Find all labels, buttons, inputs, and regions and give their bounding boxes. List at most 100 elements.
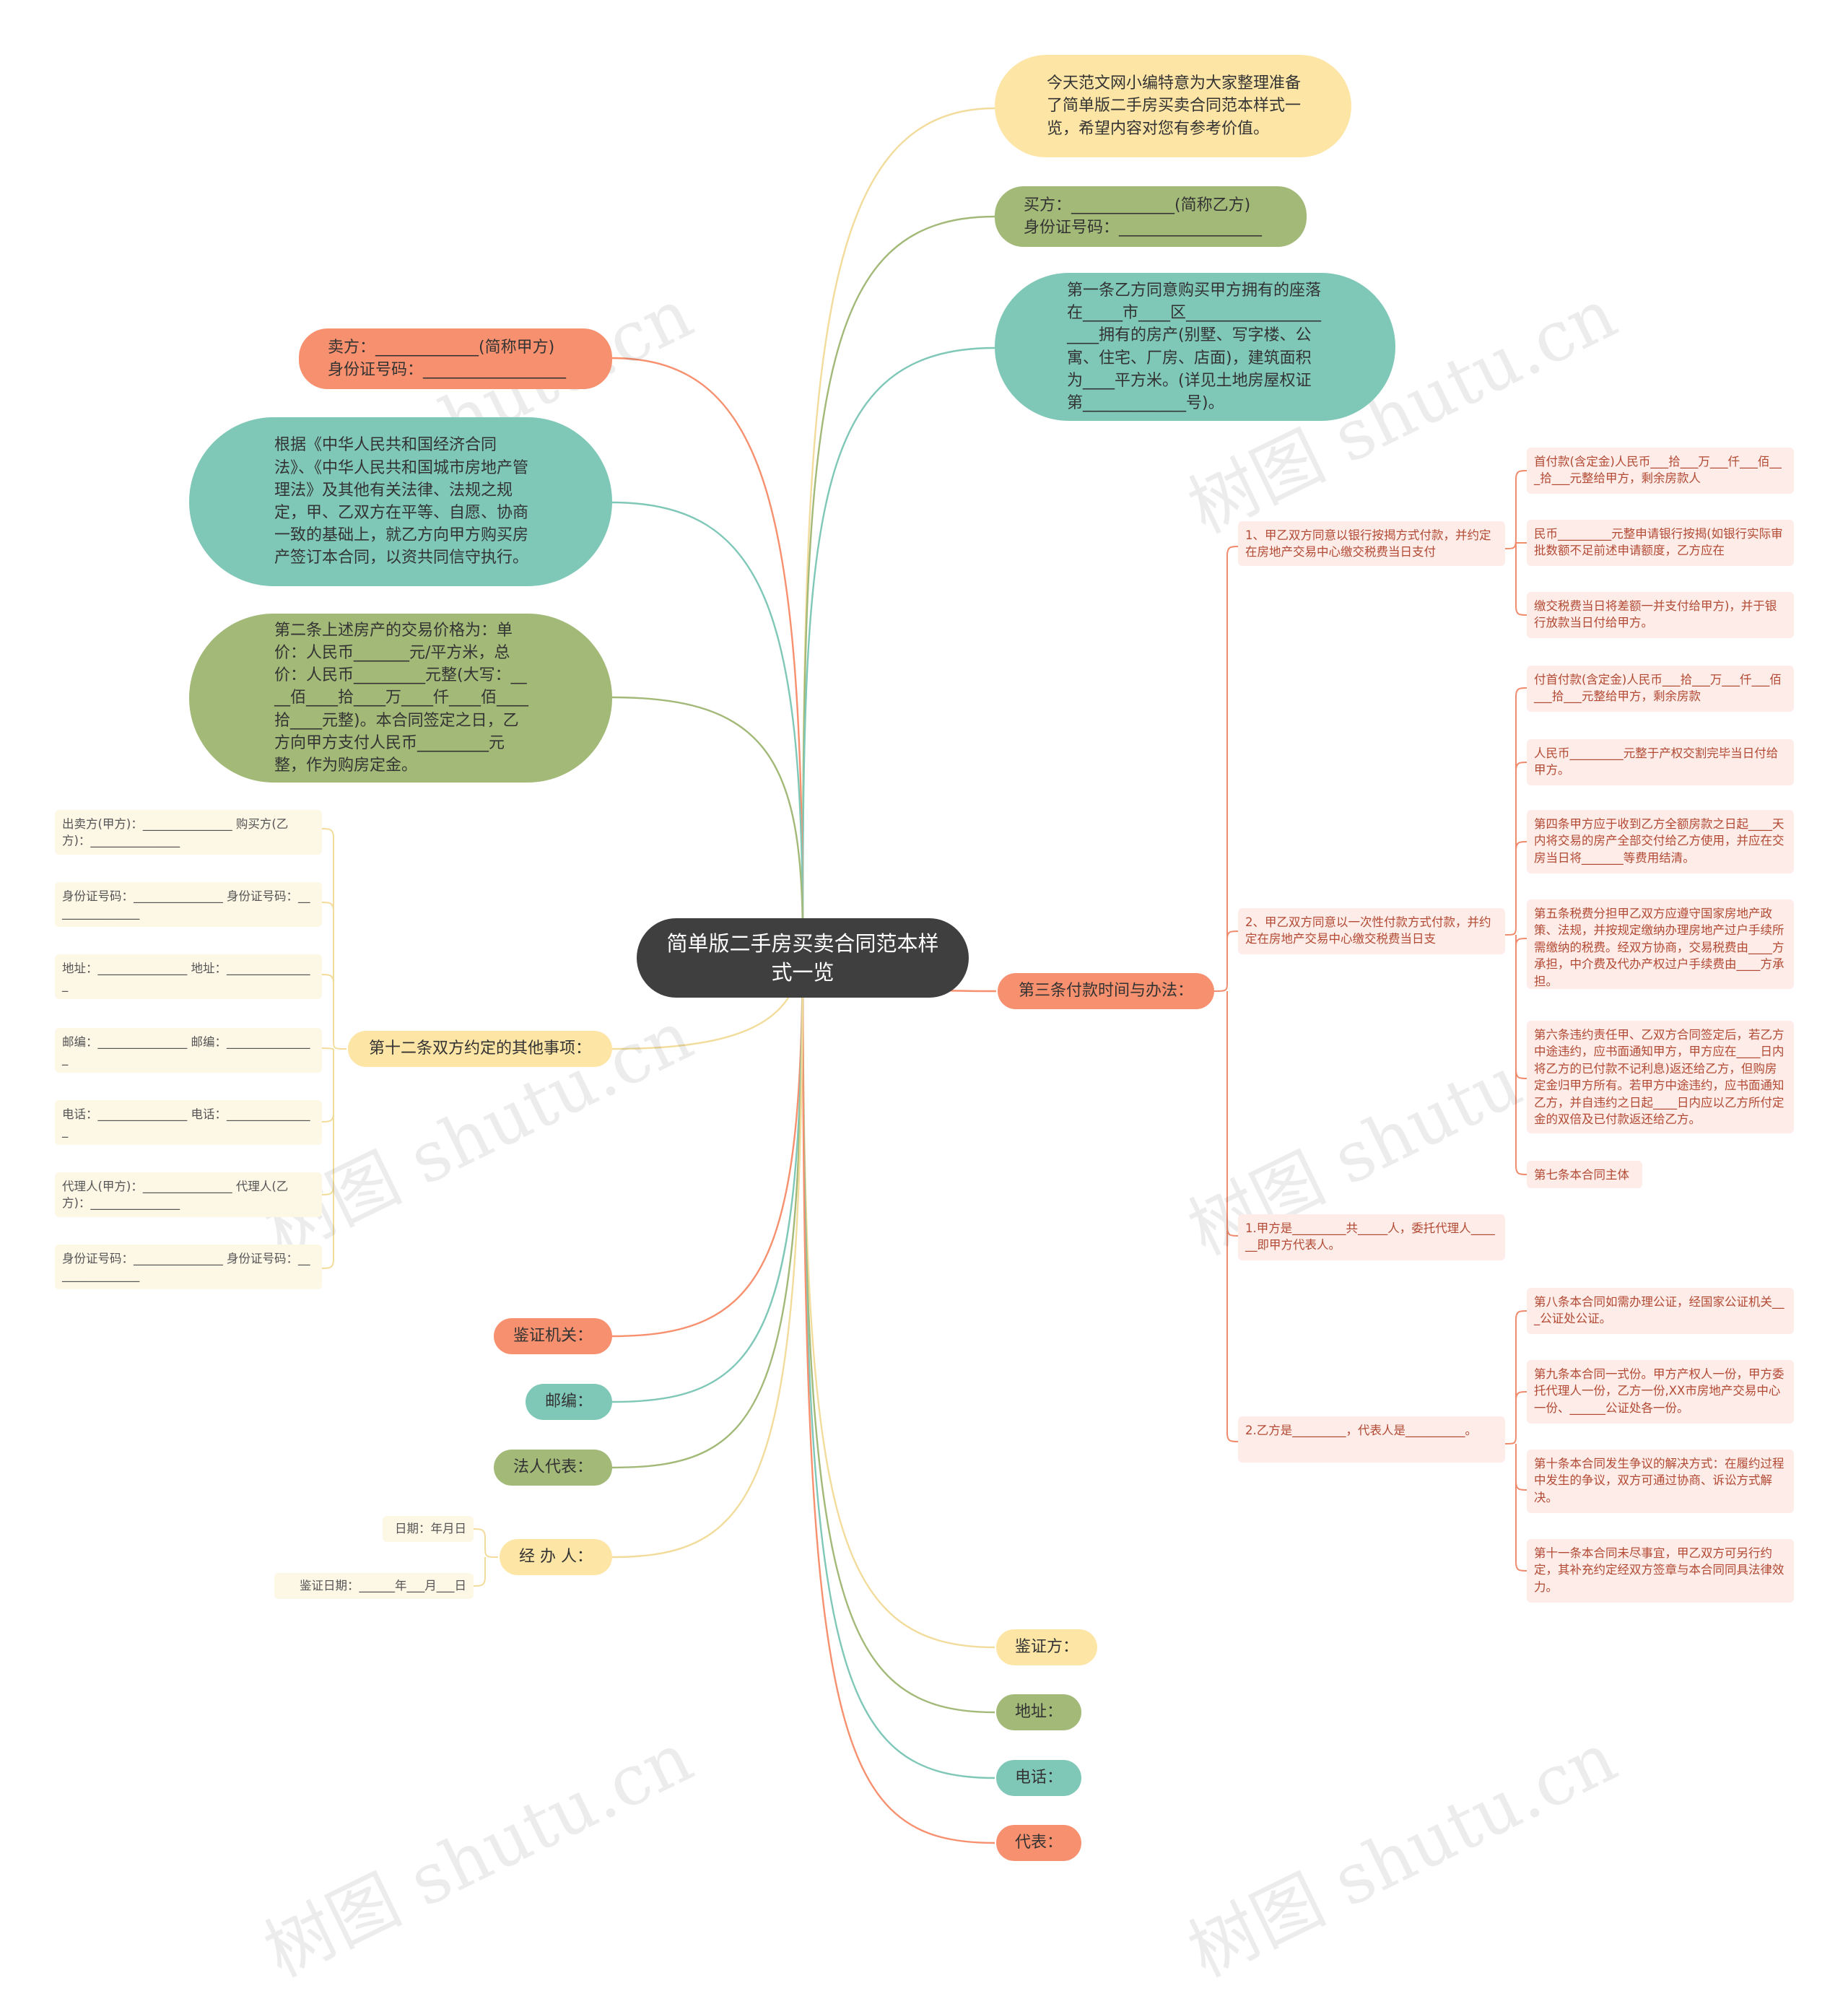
link-postcode: [611, 938, 804, 1403]
link-address: [801, 938, 995, 1714]
list-item[interactable]: 第十条本合同发生争议的解决方式：在履约过程中发生的争议，双方可通过协商、诉讼方式…: [1527, 1450, 1794, 1513]
article2-text: 第二条上述房产的交易价格为：单价：人民币_______元/平方米，总价：人民币_…: [274, 621, 529, 775]
list-item-text: 第十条本合同发生争议的解决方式：在履约过程中发生的争议，双方可通过协商、诉讼方式…: [1534, 1457, 1784, 1504]
handler-label: 经 办 人：: [519, 1548, 593, 1566]
list-item-text: 付首付款(含定金)人民币___拾___万___仟___佰___拾___元整给甲方…: [1534, 673, 1782, 704]
list-item[interactable]: 第九条本合同一式份。甲方产权人一份，甲方委托代理人一份，乙方一份,XX市房地产交…: [1527, 1360, 1794, 1424]
list-item[interactable]: 身份证号码：_______________ 身份证号码：____________…: [55, 882, 322, 927]
list-item-text: 鉴证日期：______年___月___日: [300, 1579, 466, 1592]
list-item[interactable]: 人民币_________元整于产权交割完毕当日付给甲方。: [1527, 739, 1794, 785]
list-item-text: 第八条本合同如需办理公证，经国家公证机关___公证处公证。: [1534, 1295, 1784, 1326]
article3-group-3[interactable]: 1.甲方是_________共_____人，委托代理人______即甲方代表人。: [1238, 1214, 1505, 1260]
link-seller: [611, 357, 804, 939]
group-4-label: 2.乙方是_________，代表人是__________。: [1245, 1424, 1477, 1437]
handler-node[interactable]: 经 办 人：: [500, 1539, 612, 1575]
article3-label: 第三条付款时间与办法：: [1018, 982, 1193, 1001]
list-item[interactable]: 日期：年月日: [383, 1516, 474, 1542]
list-item-text: 人民币_________元整于产权交割完毕当日付给甲方。: [1534, 746, 1779, 777]
link-rep: [801, 938, 995, 1844]
group-1-label: 1、甲乙双方同意以银行按揭方式付款，并约定在房地产交易中心缴交税费当日支付: [1245, 528, 1491, 559]
seller-node[interactable]: 卖方：_____________(简称甲方) 身份证号码：___________…: [299, 328, 612, 389]
list-item-text: 身份证号码：_______________ 身份证号码：____________…: [62, 889, 310, 920]
list-item[interactable]: 代理人(甲方)：_______________ 代理人(乙方)：________…: [55, 1172, 322, 1217]
legal-rep-label: 法人代表：: [513, 1458, 593, 1477]
link-legal-rep: [611, 938, 804, 1469]
notary-node[interactable]: 鉴证方：: [996, 1629, 1097, 1665]
article1-node[interactable]: 第一条乙方同意购买甲方拥有的座落在_____市____区____________…: [995, 273, 1395, 421]
basis-node[interactable]: 根据《中华人民共和国经济合同法》、《中华人民共和国城市房地产管理法》及其他有关法…: [189, 417, 612, 586]
list-item-text: 身份证号码：_______________ 身份证号码：____________…: [62, 1252, 310, 1283]
list-item-text: 地址：_______________ 地址：_______________: [62, 962, 310, 993]
list-item[interactable]: 邮编：_______________ 邮编：_______________: [55, 1028, 322, 1073]
intro-node[interactable]: 今天范文网小编特意为大家整理准备了简单版二手房买卖合同范本样式一览，希望内容对您…: [995, 55, 1351, 157]
link-article1: [801, 347, 995, 939]
notary-org-node[interactable]: 鉴证机关：: [494, 1318, 612, 1354]
list-item[interactable]: 出卖方(甲方)：_______________ 购买方(乙方)：________…: [55, 810, 322, 855]
list-item-text: 邮编：_______________ 邮编：_______________: [62, 1035, 310, 1066]
list-item-text: 代理人(甲方)：_______________ 代理人(乙方)：________…: [62, 1180, 289, 1211]
list-item-text: 第五条税费分担甲乙双方应遵守国家房地产政策、法规，并按规定缴纳办理房地产过户手续…: [1534, 907, 1784, 988]
group-3-label: 1.甲方是_________共_____人，委托代理人______即甲方代表人。: [1245, 1221, 1495, 1252]
list-item-text: 缴交税费当日将差额一并支付给甲方)，并于银行放款当日付给甲方。: [1534, 599, 1777, 630]
list-item[interactable]: 第四条甲方应于收到乙方全额房款之日起____天内将交易的房产全部交付给乙方使用，…: [1527, 810, 1794, 873]
link-buyer: [801, 215, 995, 939]
link-intro: [801, 107, 995, 939]
article1-text: 第一条乙方同意购买甲方拥有的座落在_____市____区____________…: [1067, 281, 1322, 412]
list-item-text: 出卖方(甲方)：_______________ 购买方(乙方)：________…: [62, 817, 289, 848]
group-2-label: 2、甲乙双方同意以一次性付款方式付款，并约定在房地产交易中心缴交税费当日支: [1245, 915, 1491, 946]
list-item-text: 第十一条本合同未尽事宜，甲乙双方可另行约定，其补充约定经双方签章与本合同同具法律…: [1534, 1546, 1784, 1594]
list-item-text: 第六条违约责任甲、乙双方合同签定后，若乙方中途违约，应书面通知甲方，甲方应在__…: [1534, 1028, 1784, 1127]
notary-org-label: 鉴证机关：: [513, 1327, 593, 1346]
list-item[interactable]: 第六条违约责任甲、乙双方合同签定后，若乙方中途违约，应书面通知甲方，甲方应在__…: [1527, 1021, 1794, 1133]
rep-label: 代表：: [1014, 1834, 1063, 1852]
legal-rep-node[interactable]: 法人代表：: [494, 1450, 612, 1486]
list-item[interactable]: 电话：_______________ 电话：_______________: [55, 1100, 322, 1145]
list-item[interactable]: 民币_________元整申请银行按揭(如银行实际审批数额不足前述申请额度，乙方…: [1527, 520, 1794, 566]
root-topic-label: 简单版二手房买卖合同范本样式一览: [666, 931, 939, 985]
address-label: 地址：: [1014, 1703, 1063, 1722]
postcode-label: 邮编：: [544, 1393, 593, 1411]
buyer-node[interactable]: 买方：_____________(简称乙方) 身份证号码：___________…: [995, 186, 1307, 247]
link-phone: [801, 938, 995, 1779]
root-topic[interactable]: 简单版二手房买卖合同范本样式一览: [637, 918, 969, 998]
article12-node[interactable]: 第十二条双方约定的其他事项：: [348, 1031, 612, 1067]
link-article2: [611, 696, 804, 939]
notary-label: 鉴证方：: [1014, 1638, 1078, 1657]
link-basis: [611, 501, 804, 939]
list-item[interactable]: 地址：_______________ 地址：_______________: [55, 954, 322, 999]
link-handler: [611, 938, 804, 1559]
address-node[interactable]: 地址：: [996, 1694, 1081, 1730]
seller-text: 卖方：_____________(简称甲方) 身份证号码：___________…: [328, 338, 567, 379]
phone-label: 电话：: [1014, 1769, 1063, 1787]
article3-group-4[interactable]: 2.乙方是_________，代表人是__________。: [1238, 1416, 1505, 1463]
list-item[interactable]: 首付款(含定金)人民币___拾___万___仟___佰___拾___元整给甲方，…: [1527, 448, 1794, 494]
list-item-text: 日期：年月日: [395, 1522, 466, 1535]
postcode-node[interactable]: 邮编：: [526, 1384, 612, 1420]
mindmap-canvas: 树图 shutu.cn 树图 shutu.cn 树图 shutu.cn 树图 s…: [55, 55, 1794, 1992]
article3-group-2[interactable]: 2、甲乙双方同意以一次性付款方式付款，并约定在房地产交易中心缴交税费当日支: [1238, 908, 1505, 954]
basis-text: 根据《中华人民共和国经济合同法》、《中华人民共和国城市房地产管理法》及其他有关法…: [274, 436, 529, 567]
article2-node[interactable]: 第二条上述房产的交易价格为：单价：人民币_______元/平方米，总价：人民币_…: [189, 614, 612, 783]
intro-text: 今天范文网小编特意为大家整理准备了简单版二手房买卖合同范本样式一览，希望内容对您…: [1047, 74, 1302, 138]
list-item-text: 第九条本合同一式份。甲方产权人一份，甲方委托代理人一份，乙方一份,XX市房地产交…: [1534, 1367, 1784, 1415]
buyer-text: 买方：_____________(简称乙方) 身份证号码：___________…: [1024, 196, 1263, 237]
phone-node[interactable]: 电话：: [996, 1760, 1081, 1796]
article3-node[interactable]: 第三条付款时间与办法：: [998, 973, 1214, 1009]
list-item[interactable]: 第八条本合同如需办理公证，经国家公证机关___公证处公证。: [1527, 1288, 1794, 1334]
rep-node[interactable]: 代表：: [996, 1825, 1081, 1861]
article12-label: 第十二条双方约定的其他事项：: [368, 1040, 591, 1058]
list-item[interactable]: 第七条本合同主体: [1527, 1161, 1642, 1188]
list-item-text: 民币_________元整申请银行按揭(如银行实际审批数额不足前述申请额度，乙方…: [1534, 527, 1783, 558]
list-item-text: 首付款(含定金)人民币___拾___万___仟___佰___拾___元整给甲方，…: [1534, 455, 1782, 486]
list-item[interactable]: 第十一条本合同未尽事宜，甲乙双方可另行约定，其补充约定经双方签章与本合同同具法律…: [1527, 1539, 1794, 1603]
link-notary-org: [611, 938, 804, 1338]
list-item[interactable]: 身份证号码：_______________ 身份证号码：____________…: [55, 1245, 322, 1289]
article3-group-1[interactable]: 1、甲乙双方同意以银行按揭方式付款，并约定在房地产交易中心缴交税费当日支付: [1238, 521, 1505, 566]
list-item[interactable]: 鉴证日期：______年___月___日: [274, 1573, 474, 1599]
list-item[interactable]: 缴交税费当日将差额一并支付给甲方)，并于银行放款当日付给甲方。: [1527, 592, 1794, 638]
list-item[interactable]: 付首付款(含定金)人民币___拾___万___仟___佰___拾___元整给甲方…: [1527, 666, 1794, 712]
list-item-text: 电话：_______________ 电话：_______________: [62, 1107, 310, 1138]
list-item-text: 第七条本合同主体: [1534, 1168, 1629, 1182]
list-item[interactable]: 第五条税费分担甲乙双方应遵守国家房地产政策、法规，并按规定缴纳办理房地产过户手续…: [1527, 899, 1794, 989]
list-item-text: 第四条甲方应于收到乙方全额房款之日起____天内将交易的房产全部交付给乙方使用，…: [1534, 817, 1784, 865]
